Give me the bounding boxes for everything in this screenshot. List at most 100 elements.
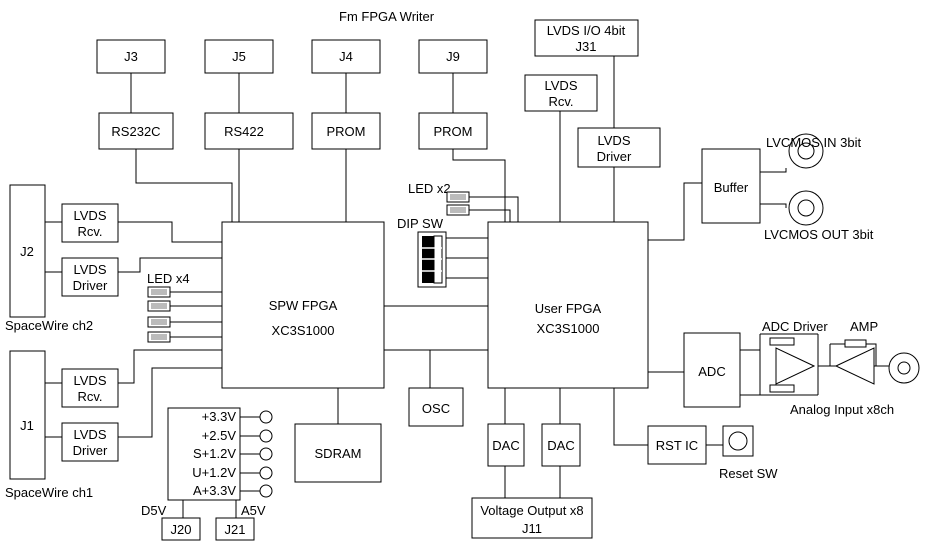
connector-j4: J4: [311, 39, 381, 74]
connector-j31: LVDS I/O 4bit J31: [534, 19, 639, 57]
lvds-driver-ch1-line2: Driver: [73, 443, 108, 458]
prom-right-label: PROM: [434, 124, 473, 139]
lvds-rcv-top-line1: LVDS: [545, 78, 578, 93]
reset-switch: [722, 425, 754, 457]
spw-fpga-part: XC3S1000: [272, 323, 335, 338]
lvds-driver-top-block: LVDS Driver: [577, 127, 661, 168]
spacewire-ch1-label: SpaceWire ch1: [5, 485, 93, 500]
connector-j5-label: J5: [232, 49, 246, 64]
lvds-rcv-top-block: LVDS Rcv.: [524, 74, 598, 112]
rs422-label: RS422: [224, 124, 264, 139]
a5v-label: A5V: [241, 503, 266, 518]
connector-j11-label: J11: [522, 521, 542, 536]
buffer-block: Buffer: [701, 148, 761, 224]
analog-input-jack: [888, 352, 920, 384]
spw-fpga-name: SPW FPGA: [269, 298, 338, 313]
lvds-driver-ch2-block: LVDS Driver: [61, 257, 119, 297]
amp-symbol: [834, 339, 875, 385]
lvds-driver-ch2-line1: LVDS: [74, 262, 107, 277]
connector-j21-label: J21: [225, 522, 246, 537]
diagram-title: Fm FPGA Writer: [339, 9, 435, 24]
adc-driver-label: ADC Driver: [762, 319, 828, 334]
lvcmos-in-label: LVCMOS IN 3bit: [766, 135, 862, 150]
rs232c-label: RS232C: [111, 124, 160, 139]
connector-j1: J1: [9, 350, 46, 480]
connector-j11: Voltage Output x8 J11: [471, 497, 593, 539]
lvds-rcv-ch1-block: LVDS Rcv.: [61, 368, 119, 408]
rst-ic-block: RST IC: [647, 425, 707, 465]
sdram-label: SDRAM: [315, 446, 362, 461]
adc-block: ADC: [683, 332, 741, 408]
connection-wires: [45, 56, 890, 518]
led-x4-label: LED x4: [147, 271, 190, 286]
power-block: +3.3V +2.5V S+1.2V U+1.2V A+3.3V: [167, 407, 241, 501]
connector-j31-title: LVDS I/O 4bit: [547, 23, 626, 38]
power-rail-label: +2.5V: [202, 428, 237, 443]
connector-j20-label: J20: [171, 522, 192, 537]
connector-j5: J5: [204, 39, 274, 74]
spacewire-ch2-label: SpaceWire ch2: [5, 318, 93, 333]
rs422-block: RS422: [204, 112, 294, 150]
reset-sw-label: Reset SW: [719, 466, 778, 481]
rst-ic-label: RST IC: [656, 438, 698, 453]
lvds-driver-ch1-line1: LVDS: [74, 427, 107, 442]
prom-right-block: PROM: [418, 112, 488, 150]
connector-j2-label: J2: [20, 244, 34, 259]
osc-block: OSC: [408, 387, 464, 427]
d5v-label: D5V: [141, 503, 167, 518]
lvds-rcv-top-line2: Rcv.: [548, 94, 573, 109]
lvds-rcv-ch1-line1: LVDS: [74, 373, 107, 388]
user-fpga-part: XC3S1000: [537, 321, 600, 336]
connector-j9: J9: [418, 39, 488, 74]
connector-j4-label: J4: [339, 49, 353, 64]
connector-j3-label: J3: [124, 49, 138, 64]
power-rail-label: A+3.3V: [193, 483, 236, 498]
connector-j11-title: Voltage Output x8: [480, 503, 583, 518]
lvds-driver-ch1-block: LVDS Driver: [61, 422, 119, 462]
lvds-rcv-ch2-block: LVDS Rcv.: [61, 203, 119, 243]
power-rail-label: S+1.2V: [193, 446, 236, 461]
lvcmos-out-jack: [788, 190, 824, 226]
lvds-rcv-ch2-line1: LVDS: [74, 208, 107, 223]
rs232c-block: RS232C: [98, 112, 174, 150]
adc-label: ADC: [698, 364, 725, 379]
dac1-block: DAC: [487, 423, 525, 467]
power-test-points: [259, 410, 273, 498]
connector-j3: J3: [96, 39, 166, 74]
analog-input-label: Analog Input x8ch: [790, 402, 894, 417]
buffer-label: Buffer: [714, 180, 749, 195]
dac2-label: DAC: [547, 438, 574, 453]
power-rail-label: U+1.2V: [192, 465, 236, 480]
lvcmos-in-jack: [788, 133, 824, 169]
user-fpga-block: User FPGA XC3S1000: [487, 221, 649, 389]
lvds-driver-top-line1: LVDS: [598, 133, 631, 148]
prom-left-block: PROM: [311, 112, 381, 150]
lvds-driver-top-line2: Driver: [597, 149, 632, 164]
connector-j2: J2: [9, 184, 46, 318]
dip-switch: [417, 231, 447, 288]
lvcmos-out-label: LVCMOS OUT 3bit: [764, 227, 874, 242]
power-rail-label: +3.3V: [202, 409, 237, 424]
dip-sw-label: DIP SW: [397, 216, 444, 231]
connector-j9-label: J9: [446, 49, 460, 64]
lvds-driver-ch2-line2: Driver: [73, 278, 108, 293]
dac1-label: DAC: [492, 438, 519, 453]
prom-left-label: PROM: [327, 124, 366, 139]
connector-j20: J20: [161, 517, 201, 541]
connector-j21: J21: [215, 517, 255, 541]
led-x2-group: [446, 191, 470, 216]
led-x2-label: LED x2: [408, 181, 451, 196]
led-x4-group: [147, 286, 171, 343]
lvds-rcv-ch1-line2: Rcv.: [77, 389, 102, 404]
user-fpga-name: User FPGA: [535, 301, 602, 316]
amp-label: AMP: [850, 319, 878, 334]
spw-fpga-block: SPW FPGA XC3S1000: [221, 221, 385, 389]
dac2-block: DAC: [541, 423, 581, 467]
connector-j31-label: J31: [576, 39, 597, 54]
connector-j1-label: J1: [20, 418, 34, 433]
sdram-block: SDRAM: [294, 423, 382, 483]
osc-label: OSC: [422, 401, 450, 416]
adc-driver-symbol: [769, 337, 816, 393]
